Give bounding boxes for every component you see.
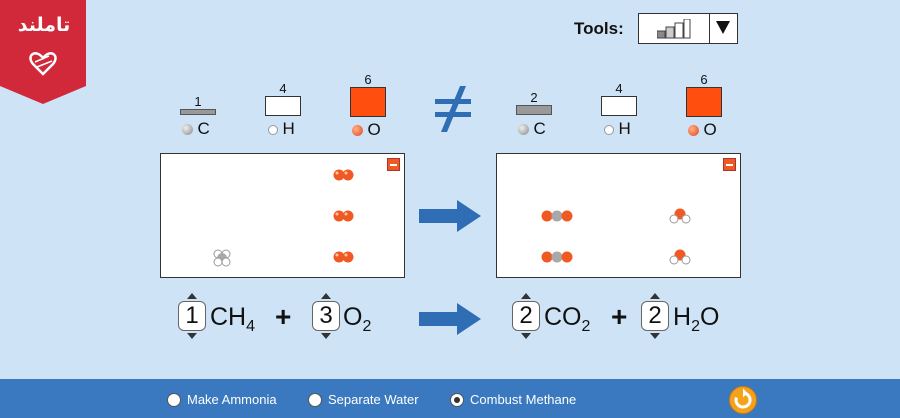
coefficient-spinner-ch4: 1 — [178, 293, 206, 339]
increment-arrow[interactable] — [187, 293, 197, 299]
formula-o2: O2 — [343, 303, 372, 335]
count-bar — [516, 105, 552, 115]
radio-separate-water[interactable] — [308, 393, 322, 407]
reaction-arrow — [419, 200, 481, 232]
count-bar — [601, 96, 637, 116]
count-bar — [180, 109, 216, 115]
coefficient-input[interactable]: 1 — [178, 301, 206, 331]
increment-arrow[interactable] — [321, 293, 331, 299]
products-box — [496, 153, 741, 278]
count-value: 1 — [194, 94, 202, 109]
reactant-counter-o: 6 O — [348, 72, 388, 140]
product-counter-h: 4 H — [599, 81, 639, 139]
coefficient-spinner-h2o: 2 — [641, 293, 669, 339]
carbon-dioxide-molecule[interactable] — [541, 251, 573, 263]
methane-molecule[interactable] — [212, 248, 232, 268]
count-value: 4 — [279, 81, 287, 96]
radio-label[interactable]: Separate Water — [328, 392, 419, 407]
coefficient-input[interactable]: 3 — [312, 301, 340, 331]
count-bar — [265, 96, 301, 116]
oxygen-molecule[interactable] — [333, 251, 355, 263]
hydrogen-atom-icon — [604, 124, 614, 135]
count-value: 4 — [615, 81, 623, 96]
not-equal-sign — [435, 86, 471, 132]
water-molecule[interactable] — [669, 208, 691, 224]
radio-label[interactable]: Combust Methane — [470, 392, 577, 407]
oxygen-atom-icon — [352, 125, 363, 137]
radio-label[interactable]: Make Ammonia — [187, 392, 277, 407]
carbon-dioxide-molecule[interactable] — [541, 210, 573, 222]
chevron-down-icon[interactable] — [716, 21, 730, 34]
reactants-box — [160, 153, 405, 278]
minimize-button[interactable] — [723, 158, 736, 171]
equation-arrow — [419, 303, 481, 335]
formula-h2o: H2O — [673, 303, 720, 335]
oxygen-molecule[interactable] — [333, 210, 355, 222]
hydrogen-atom-icon — [268, 124, 278, 135]
count-value: 2 — [530, 90, 538, 105]
product-counter-c: 2 C — [514, 90, 554, 139]
carbon-atom-icon — [518, 124, 529, 136]
brand-badge: تاملند — [0, 0, 86, 104]
tools-dropdown[interactable] — [638, 13, 738, 44]
element-label: C — [533, 119, 546, 138]
badge-text: تاملند — [17, 15, 71, 36]
tools-label: Tools: — [574, 19, 624, 38]
coefficient-spinner-o2: 3 — [312, 293, 340, 339]
decrement-arrow[interactable] — [650, 333, 660, 339]
count-bar — [350, 87, 386, 117]
carbon-atom-icon — [182, 124, 193, 136]
formula-ch4: CH4 — [210, 303, 256, 335]
formula-co2: CO2 — [544, 303, 591, 335]
element-label: H — [618, 119, 631, 138]
radio-make-ammonia[interactable] — [167, 393, 181, 407]
count-bar — [686, 87, 722, 117]
oxygen-molecule[interactable] — [333, 169, 355, 181]
reactant-counter-h: 4 H — [263, 81, 303, 139]
plus-sign: + — [275, 301, 292, 332]
reset-button[interactable] — [729, 386, 757, 414]
plus-sign: + — [611, 301, 628, 332]
element-label: O — [367, 120, 381, 139]
radio-combust-methane[interactable] — [450, 393, 464, 407]
reactant-counter-c: 1 C — [178, 94, 218, 139]
count-value: 6 — [364, 72, 372, 87]
product-counter-o: 6 O — [684, 72, 724, 140]
decrement-arrow[interactable] — [321, 333, 331, 339]
coefficient-input[interactable]: 2 — [512, 301, 540, 331]
reset-icon — [734, 388, 752, 409]
count-value: 6 — [700, 72, 708, 87]
element-label: H — [282, 119, 295, 138]
coefficient-spinner-co2: 2 — [512, 293, 540, 339]
element-label: C — [197, 119, 210, 138]
bar-chart-icon — [656, 18, 691, 44]
element-label: O — [703, 120, 717, 139]
decrement-arrow[interactable] — [187, 333, 197, 339]
water-molecule[interactable] — [669, 249, 691, 265]
increment-arrow[interactable] — [521, 293, 531, 299]
increment-arrow[interactable] — [650, 293, 660, 299]
minimize-button[interactable] — [387, 158, 400, 171]
coefficient-input[interactable]: 2 — [641, 301, 669, 331]
oxygen-atom-icon — [688, 125, 699, 137]
decrement-arrow[interactable] — [521, 333, 531, 339]
